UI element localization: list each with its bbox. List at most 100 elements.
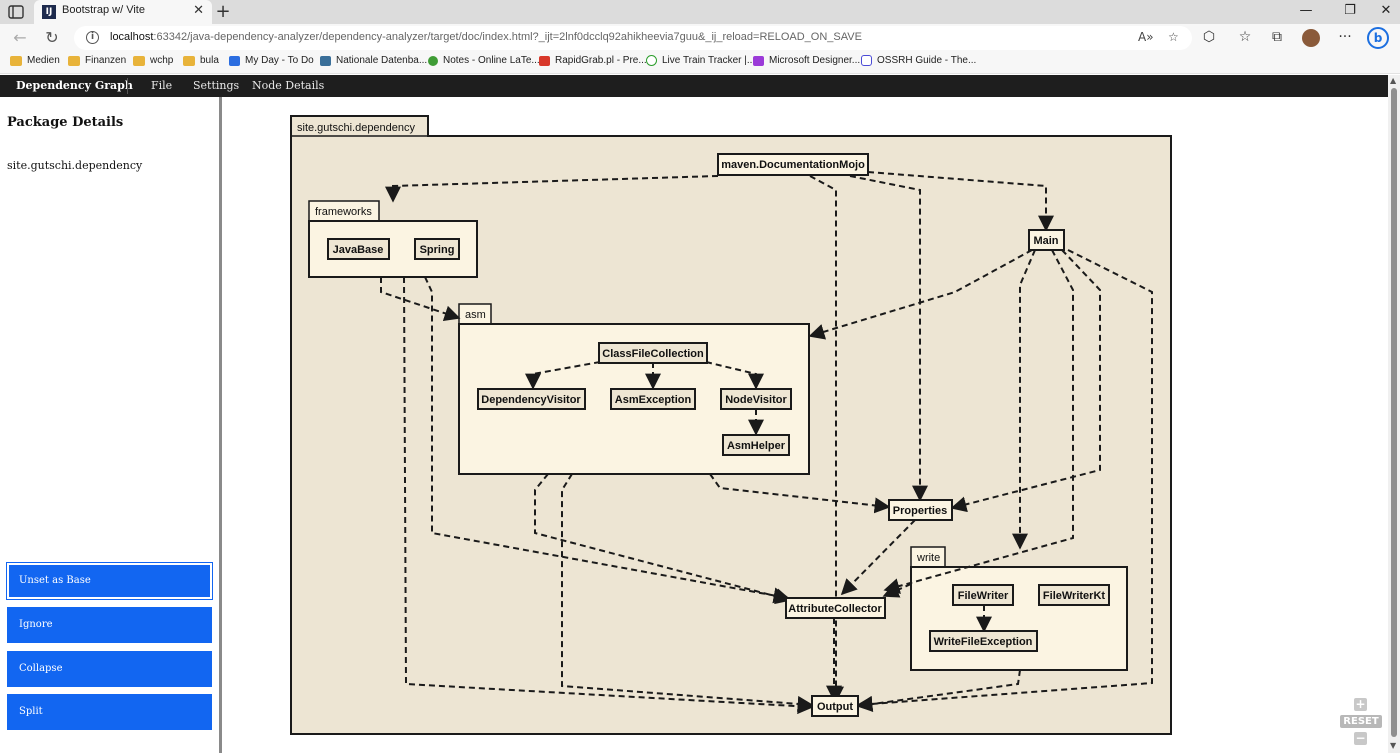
- tab-title: Bootstrap w/ Vite: [62, 4, 145, 16]
- bing-copilot-icon[interactable]: b: [1367, 27, 1389, 49]
- node-writefileexception[interactable]: WriteFileException: [929, 630, 1038, 652]
- svg-text:WriteFileException: WriteFileException: [934, 636, 1033, 648]
- menu-settings[interactable]: Settings: [193, 79, 240, 92]
- svg-text:FileWriter: FileWriter: [958, 590, 1009, 602]
- node-nodevisitor[interactable]: NodeVisitor: [720, 388, 792, 410]
- svg-text:AsmHelper: AsmHelper: [727, 440, 786, 452]
- zoom-in-button[interactable]: +: [1354, 697, 1367, 711]
- edge-asm-output: [561, 473, 814, 712]
- bookmark-medien[interactable]: Medien: [10, 55, 60, 66]
- node-properties[interactable]: Properties: [888, 499, 953, 521]
- close-tab-icon[interactable]: ✕: [193, 3, 204, 18]
- scroll-up-arrow-icon[interactable]: ▲: [1390, 76, 1397, 85]
- split-button[interactable]: Split: [7, 694, 212, 730]
- bookmark-live-train-tracker[interactable]: Live Train Tracker |...: [646, 55, 755, 66]
- edge-main-properties: [950, 249, 1101, 513]
- browser-tab[interactable]: IJ Bootstrap w/ Vite ✕: [34, 0, 212, 24]
- leaf-icon: [428, 55, 438, 66]
- intellij-favicon-icon: IJ: [42, 5, 56, 19]
- folder-icon: [68, 55, 80, 66]
- bookmarks-bar: Medien Finanzen wchp bula My Day - To Do…: [0, 52, 1400, 74]
- node-javabase[interactable]: JavaBase: [327, 238, 390, 260]
- node-output[interactable]: Output: [811, 695, 859, 717]
- read-aloud-icon[interactable]: A»: [1138, 30, 1154, 44]
- svg-text:FileWriterKt: FileWriterKt: [1043, 590, 1105, 602]
- svg-text:Spring: Spring: [420, 244, 455, 256]
- extensions-icon[interactable]: ⬡: [1202, 29, 1216, 45]
- bookmark-notes-latex[interactable]: Notes - Online LaTe...: [428, 55, 540, 66]
- svg-text:DependencyVisitor: DependencyVisitor: [481, 394, 581, 406]
- scroll-down-arrow-icon[interactable]: ▼: [1390, 741, 1397, 750]
- bookmark-my-day[interactable]: My Day - To Do: [229, 55, 314, 66]
- tab-actions-icon[interactable]: [8, 5, 24, 19]
- zoom-control: + RESET −: [1340, 698, 1382, 745]
- zoom-out-button[interactable]: −: [1354, 731, 1367, 745]
- unset-as-base-button[interactable]: Unset as Base: [6, 562, 213, 600]
- edge-main-attributecollector: [883, 249, 1074, 594]
- node-documentation-mojo[interactable]: maven.DocumentationMojo: [717, 153, 869, 176]
- refresh-icon[interactable]: ↻: [45, 28, 59, 47]
- node-attributecollector[interactable]: AttributeCollector: [785, 597, 886, 619]
- sidebar-heading: Package Details: [7, 115, 124, 130]
- menu-file[interactable]: File: [151, 79, 173, 92]
- url-field[interactable]: i localhost:63342/java-dependency-analyz…: [74, 26, 1192, 50]
- scrollbar-thumb[interactable]: [1391, 88, 1397, 737]
- svg-text:Main: Main: [1033, 235, 1058, 247]
- collections-icon[interactable]: ⧉: [1272, 29, 1282, 45]
- browser-tab-strip: IJ Bootstrap w/ Vite ✕ + — ❐ ✕: [0, 0, 1400, 24]
- node-asmhelper[interactable]: AsmHelper: [722, 434, 790, 456]
- edge-mojo-frameworks: [385, 175, 719, 203]
- node-spring[interactable]: Spring: [414, 238, 460, 260]
- menu-node-details[interactable]: Node Details: [252, 79, 325, 92]
- cluster-frameworks-label: frameworks: [315, 206, 372, 218]
- check-icon: [229, 55, 240, 66]
- collapse-button[interactable]: Collapse: [7, 651, 212, 687]
- cluster-write-label: write: [916, 552, 940, 564]
- favorite-star-icon[interactable]: ☆: [1168, 30, 1179, 44]
- bookmark-finanzen[interactable]: Finanzen: [68, 55, 126, 66]
- bookmark-wchp[interactable]: wchp: [133, 55, 173, 66]
- profile-avatar[interactable]: [1302, 29, 1320, 47]
- node-asmexception[interactable]: AsmException: [610, 388, 696, 410]
- edge-write-attributecollector: [882, 582, 912, 598]
- sidebar-resize-handle[interactable]: [219, 97, 222, 753]
- bookmark-bula[interactable]: bula: [183, 55, 219, 66]
- bookmark-ossrh-guide[interactable]: OSSRH Guide - The...: [861, 55, 976, 66]
- edge-write-output: [856, 669, 1021, 712]
- minimize-icon[interactable]: —: [1299, 3, 1313, 18]
- node-filewriterkt[interactable]: FileWriterKt: [1038, 584, 1110, 606]
- folder-icon: [183, 55, 195, 66]
- edge-asm-properties: [709, 473, 891, 514]
- bookmark-rapidgrab[interactable]: RapidGrab.pl - Pre...: [539, 55, 647, 66]
- edge-mojo-output: [809, 175, 844, 703]
- grab-icon: [539, 55, 550, 66]
- ignore-button[interactable]: Ignore: [7, 607, 212, 643]
- zoom-reset-button[interactable]: RESET: [1340, 715, 1382, 728]
- node-classfilecollection[interactable]: ClassFileCollection: [598, 342, 708, 364]
- restore-icon[interactable]: ❐: [1344, 3, 1356, 18]
- folder-icon: [133, 55, 145, 66]
- node-filewriter[interactable]: FileWriter: [952, 584, 1014, 606]
- app-navbar: Dependency Graph File Settings Node Deta…: [0, 75, 1388, 97]
- site-info-icon[interactable]: i: [86, 31, 99, 44]
- edge-properties-attributecollector: [840, 519, 916, 596]
- node-dependencyvisitor[interactable]: DependencyVisitor: [477, 388, 586, 410]
- favorites-icon[interactable]: ☆: [1238, 29, 1252, 45]
- more-menu-icon[interactable]: ···: [1338, 29, 1352, 45]
- svg-text:maven.DocumentationMojo: maven.DocumentationMojo: [721, 159, 865, 171]
- new-tab-icon[interactable]: +: [215, 1, 231, 22]
- designer-icon: [753, 55, 764, 66]
- svg-text:Output: Output: [817, 701, 853, 713]
- node-main[interactable]: Main: [1028, 229, 1065, 251]
- back-icon[interactable]: ←: [13, 28, 27, 47]
- navbar-divider: [127, 78, 128, 94]
- db-icon: [320, 55, 331, 66]
- app-brand[interactable]: Dependency Graph: [16, 79, 133, 92]
- svg-text:JavaBase: JavaBase: [333, 244, 384, 256]
- bookmark-nationale-datenbank[interactable]: Nationale Datenba...: [320, 55, 427, 66]
- bookmark-microsoft-designer[interactable]: Microsoft Designer...: [753, 55, 860, 66]
- close-window-icon[interactable]: ✕: [1380, 3, 1392, 18]
- graph-nodes: maven.DocumentationMojo Main JavaBase Sp…: [327, 153, 1110, 717]
- edge-main-output: [856, 249, 1153, 712]
